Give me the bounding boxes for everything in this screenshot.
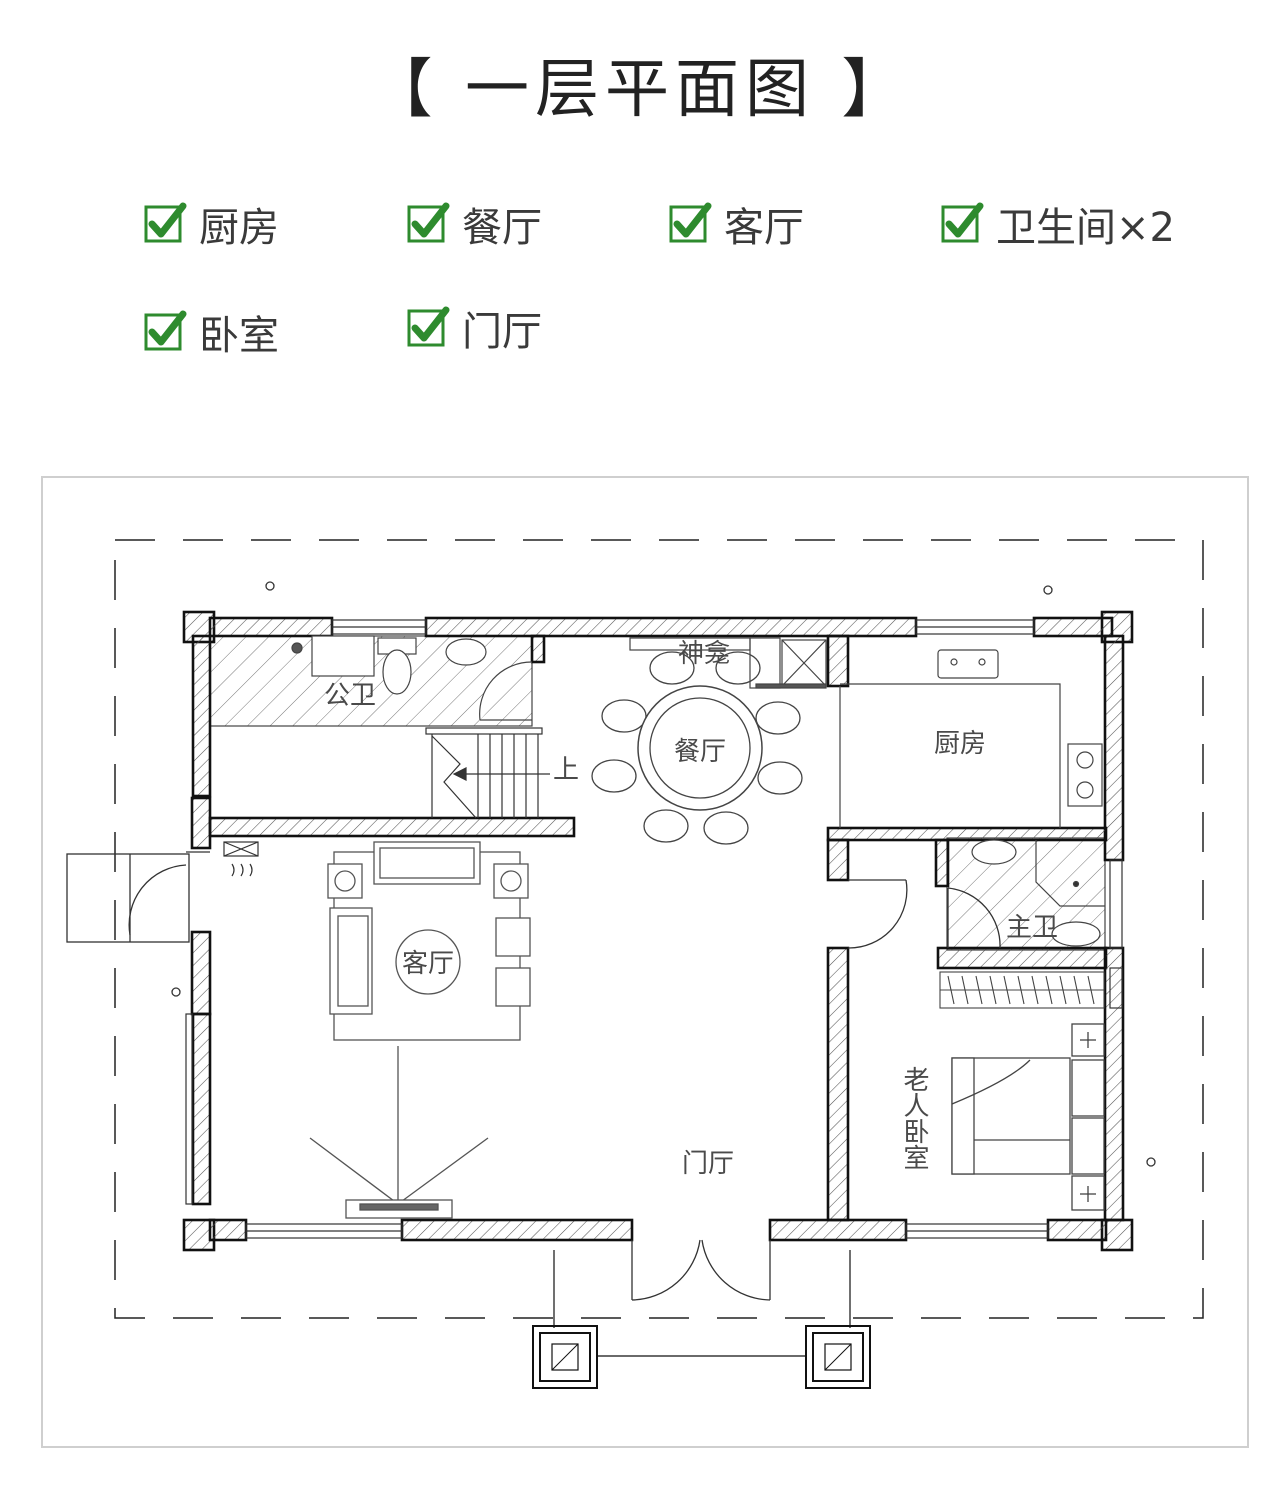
feature-label: 门厅 (462, 309, 542, 355)
page-title: 【 一层平面图 】 (368, 53, 912, 127)
room-label-dining: 餐厅 (674, 737, 726, 767)
floor-plan-frame (41, 476, 1249, 1448)
doors (631, 879, 1001, 1301)
feature-item-foyer: 门厅 (406, 300, 542, 356)
feature-item-living: 客厅 (668, 196, 804, 252)
porch (532, 1250, 871, 1389)
checkbox-checked-icon (144, 202, 187, 243)
checkbox-checked-icon (941, 202, 984, 243)
checkbox-checked-icon (407, 306, 450, 347)
living-room-furniture (309, 841, 531, 1219)
wardrobe (939, 971, 1105, 1009)
room-label-living: 客厅 (402, 949, 454, 979)
public-bath-fixtures (291, 635, 533, 721)
master-bath-fixtures (971, 839, 1105, 947)
room-label-master-bath: 主卫 (1006, 913, 1058, 943)
feature-item-bathrooms: 卫生间×2 (940, 196, 1175, 252)
kitchen-counter (839, 649, 1103, 828)
room-label-elder-bedroom: 老人卧室 (899, 1066, 929, 1170)
roof-outline (114, 539, 1204, 1319)
bed (951, 1023, 1105, 1211)
staircase (425, 727, 550, 819)
column-markers (171, 581, 1156, 1167)
checkbox-checked-icon (407, 202, 450, 243)
walls (182, 610, 1134, 1252)
feature-label: 客厅 (724, 205, 804, 251)
ac-unit (223, 841, 259, 877)
feature-label: 厨房 (199, 205, 279, 251)
feature-item-kitchen: 厨房 (143, 196, 279, 252)
stair-up-label: 上 (553, 755, 579, 785)
windows (185, 619, 1123, 1239)
feature-item-dining: 餐厅 (406, 196, 542, 252)
feature-label: 卫生间×2 (996, 205, 1175, 251)
side-entrance-steps (66, 851, 210, 943)
room-label-kitchen: 厨房 (934, 729, 986, 759)
altar-cabinet (629, 637, 827, 689)
room-label-public-bath: 公卫 (324, 681, 376, 711)
room-label-foyer: 门厅 (682, 1149, 734, 1179)
dining-table (591, 651, 803, 845)
checkbox-checked-icon (669, 202, 712, 243)
checkbox-checked-icon (144, 310, 187, 351)
feature-label: 卧室 (199, 313, 279, 359)
feature-item-bedroom: 卧室 (143, 304, 279, 360)
room-label-altar: 神龛 (678, 639, 730, 669)
feature-label: 餐厅 (462, 205, 542, 251)
